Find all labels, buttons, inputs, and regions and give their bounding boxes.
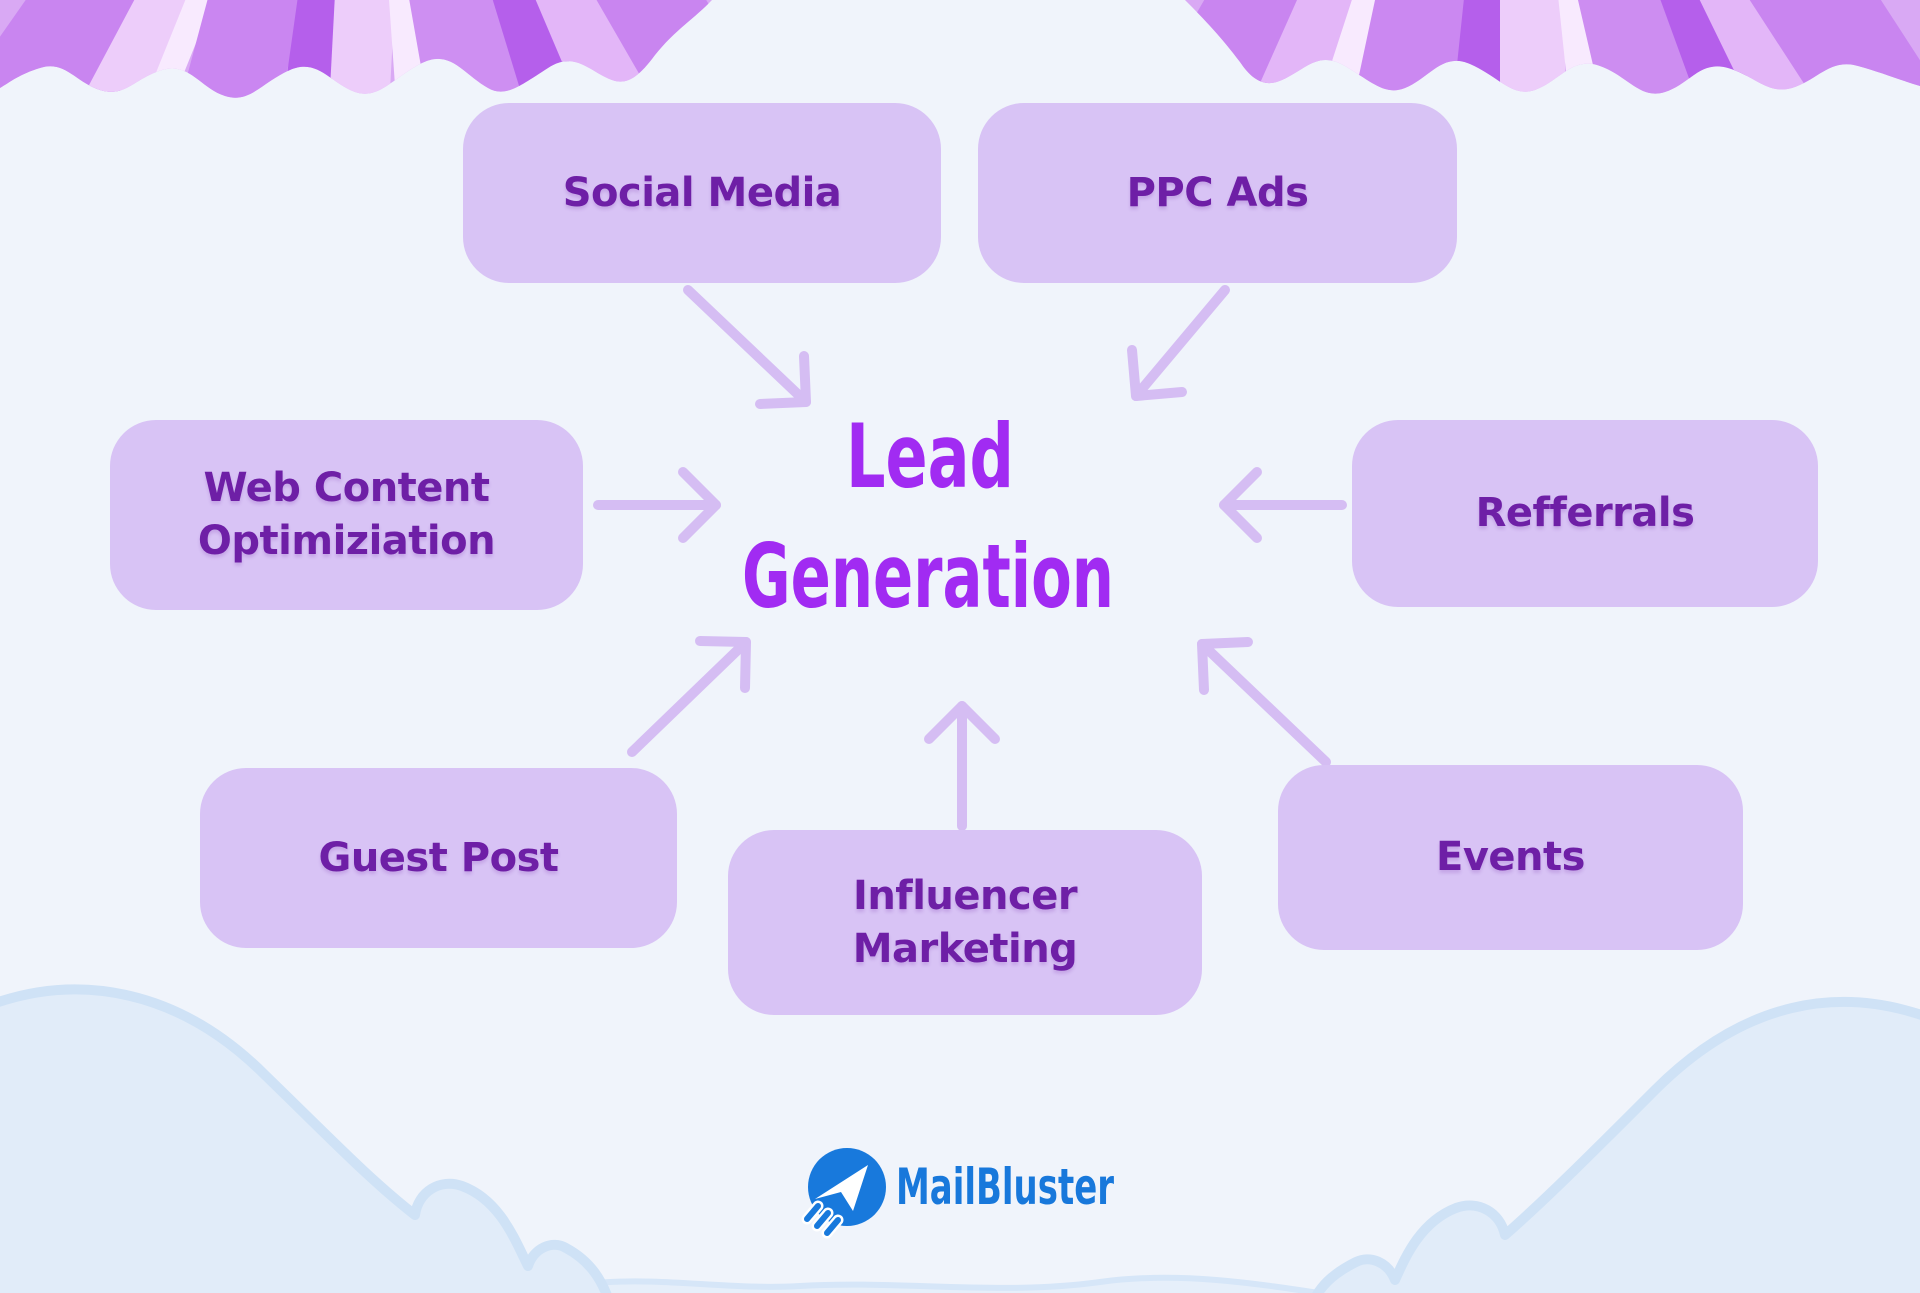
center-title: Lead Generation xyxy=(742,405,1114,628)
center-title-line2: Generation xyxy=(742,525,1114,628)
arrow-web-content-to-center xyxy=(593,467,721,543)
center-title-line1: Lead xyxy=(846,405,1014,508)
bottom-center-cloud xyxy=(539,1274,1339,1293)
node-influencer-marketing: Influencer Marketing xyxy=(728,830,1202,1015)
arrow-refferrals-to-center xyxy=(1219,467,1347,543)
paper-plane-icon xyxy=(801,1148,886,1239)
node-ppc-ads: PPC Ads xyxy=(978,103,1457,283)
arrow-social-media-to-center xyxy=(683,285,811,409)
bottom-left-cloud xyxy=(0,984,612,1293)
node-guest-post: Guest Post xyxy=(200,768,677,948)
logo-wordmark: MailBluster xyxy=(896,1158,1114,1216)
connector-arrows xyxy=(593,285,1347,831)
node-web-content-optimiziation: Web Content Optimiziation xyxy=(110,420,583,610)
mailbluster-logo: MailBluster xyxy=(801,1148,1114,1239)
bottom-clouds-decoration xyxy=(0,984,1920,1293)
arrow-ppc-ads-to-center xyxy=(1127,285,1230,401)
arrow-influencer-marketing-to-center xyxy=(924,701,1000,831)
node-events: Events xyxy=(1278,765,1743,950)
node-social-media: Social Media xyxy=(463,103,941,283)
arrow-events-to-center xyxy=(1197,637,1331,767)
node-refferrals: Refferrals xyxy=(1352,420,1818,607)
bottom-right-cloud xyxy=(1312,997,1920,1293)
arrow-guest-post-to-center xyxy=(627,636,751,757)
